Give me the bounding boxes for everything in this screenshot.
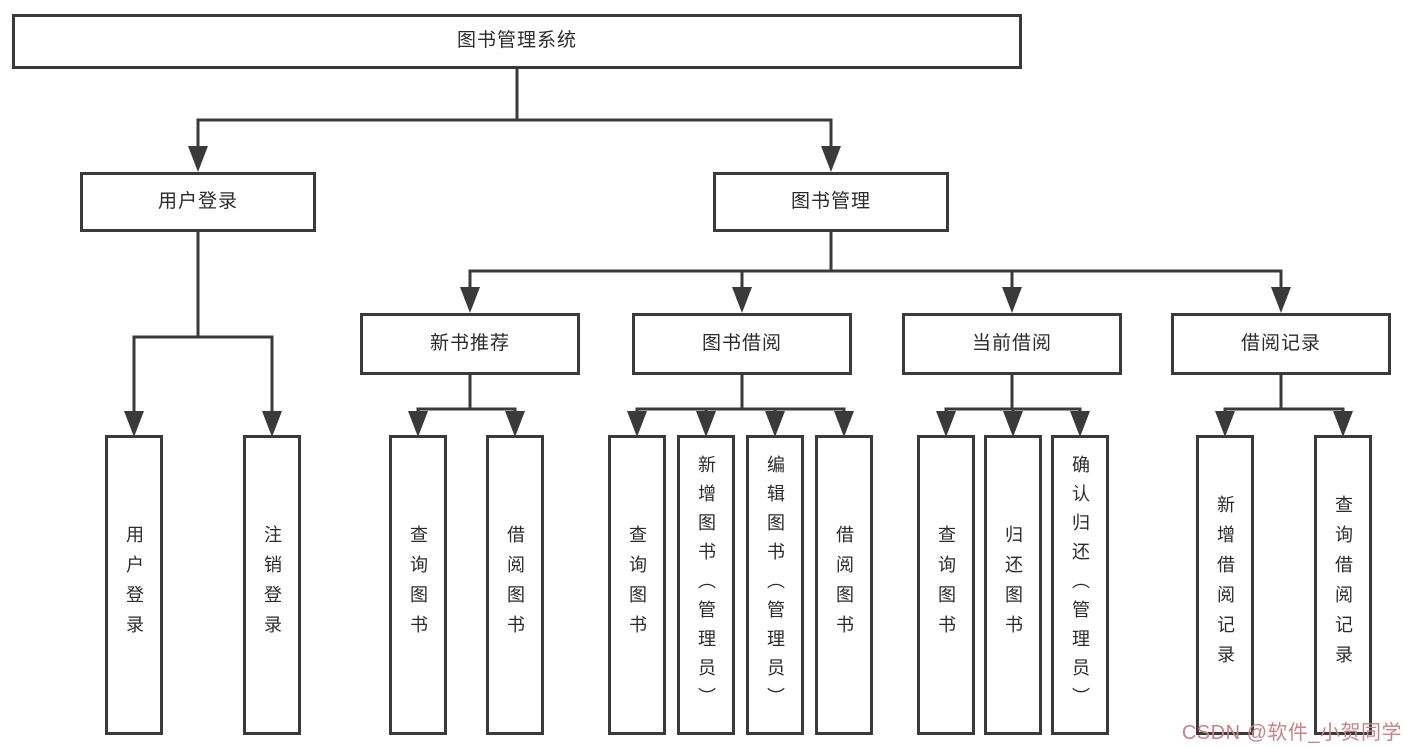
connector-arrowhead-icon [732,287,752,313]
connector-arrowhead-icon [1070,411,1090,437]
connector-arrowhead-icon [408,411,428,437]
node-query-books-current: 查询图书 [917,435,975,735]
connector-arrowhead-icon [1333,411,1353,437]
node-borrow-books-recommend: 借阅图书 [486,435,544,735]
connector-arrowhead-icon [188,146,208,172]
connector-arrowhead-icon [1003,411,1023,437]
node-user-login: 用户登录 [80,172,316,232]
node-current-borrow: 当前借阅 [902,313,1122,375]
node-confirm-return-admin: 确认归还（管理员） [1051,435,1109,735]
connector-arrowhead-icon [936,411,956,437]
node-borrow-books: 借阅图书 [815,435,873,735]
node-book-borrow: 图书借阅 [632,313,852,375]
connector-arrowhead-icon [696,411,716,437]
connector-arrowhead-icon [1215,411,1235,437]
node-query-borrow-record: 查询借阅记录 [1314,435,1372,735]
connector-arrowhead-icon [262,411,282,437]
connector-arrowhead-icon [834,411,854,437]
node-borrow-records: 借阅记录 [1171,313,1391,375]
node-book-management: 图书管理 [713,172,949,232]
connector-arrowhead-icon [505,411,525,437]
node-return-books: 归还图书 [984,435,1042,735]
node-query-books-recommend: 查询图书 [389,435,447,735]
node-edit-books-admin: 编辑图书（管理员） [746,435,804,735]
connector-arrowhead-icon [1002,287,1022,313]
node-add-borrow-record: 新增借阅记录 [1196,435,1254,735]
node-root: 图书管理系统 [12,14,1022,69]
connector-arrowhead-icon [1271,287,1291,313]
node-logout-action: 注销登录 [243,435,301,735]
node-user-login-action: 用户登录 [105,435,163,735]
node-query-books-borrow: 查询图书 [608,435,666,735]
connector-arrowhead-icon [627,411,647,437]
node-add-books-admin: 新增图书（管理员） [677,435,735,735]
watermark: CSDN @软件_小贺同学 [1181,722,1402,744]
connector-arrowhead-icon [460,287,480,313]
connector-arrowhead-icon [124,411,144,437]
node-new-book-recommend: 新书推荐 [360,313,580,375]
connector-arrowhead-icon [821,146,841,172]
connector-arrowhead-icon [765,411,785,437]
